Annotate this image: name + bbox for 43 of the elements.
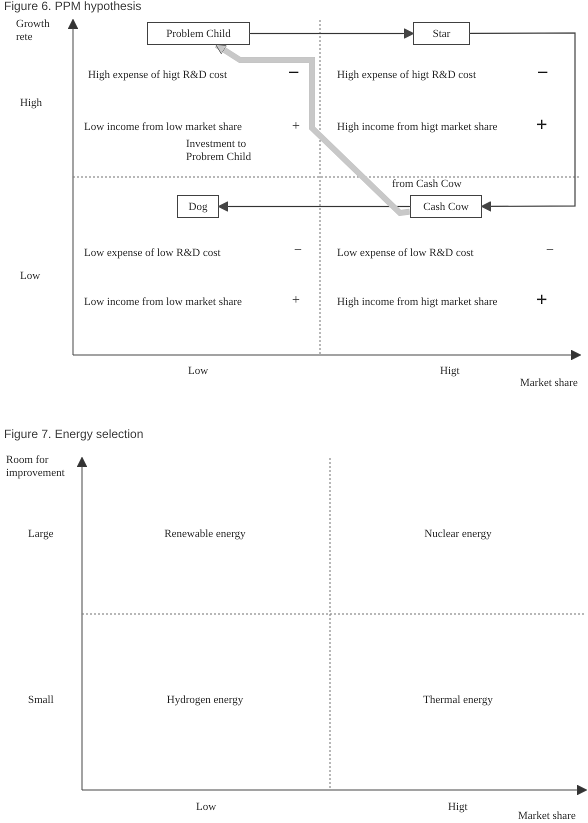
- axis-label: Market share: [520, 377, 578, 390]
- axis-label: Small: [28, 694, 54, 707]
- axis-label: Large: [28, 528, 54, 541]
- sign-symbol: +: [292, 294, 300, 307]
- sign-symbol: +: [536, 115, 548, 135]
- arrow: [250, 28, 414, 39]
- quadrant-label: Renewable energy: [163, 528, 247, 541]
- axis-label: Low: [188, 365, 208, 378]
- axis-label: Higt: [448, 801, 468, 814]
- sign-symbol: −: [537, 63, 548, 83]
- category-box: Dog: [177, 195, 219, 218]
- sign-symbol: +: [292, 120, 300, 133]
- category-box: Cash Cow: [410, 195, 482, 218]
- figure-title: Figure 7. Energy selection: [4, 428, 144, 441]
- sign-symbol: −: [294, 244, 302, 257]
- sign-symbol: −: [546, 244, 554, 257]
- quadrant-label: Thermal energy: [422, 694, 494, 707]
- axis-label: Room for improvement: [6, 454, 66, 480]
- sign-symbol: −: [288, 63, 300, 83]
- arrow: [470, 32, 576, 212]
- sign-symbol: +: [536, 290, 548, 310]
- arrow: [218, 201, 410, 212]
- arrow-label: Investment to Probrem Child: [186, 138, 252, 164]
- arrow-label: from Cash Cow: [392, 178, 462, 191]
- description-text: Low income from low market share: [84, 296, 242, 309]
- figure-title: Figure 6. PPM hypothesis: [4, 0, 142, 13]
- quadrant-label: Nuclear energy: [423, 528, 493, 541]
- description-text: High income from higt market share: [337, 121, 498, 134]
- description-text: High expense of higt R&D cost: [88, 69, 228, 82]
- axis-label: Low: [196, 801, 216, 814]
- description-text: Low expense of low R&D cost: [84, 247, 221, 260]
- category-box: Problem Child: [147, 22, 250, 45]
- description-text: High expense of higt R&D cost: [337, 69, 476, 82]
- description-text: Low expense of low R&D cost: [337, 247, 474, 260]
- axis-label: Growth rete: [16, 18, 51, 44]
- description-text: Low income from low market share: [84, 121, 242, 134]
- axis-label: Higt: [440, 365, 460, 378]
- description-text: High income from higt market share: [337, 296, 498, 309]
- axis-label: Market share: [518, 810, 576, 823]
- axis-label: Low: [20, 270, 40, 283]
- quadrant-label: Hydrogen energy: [166, 694, 244, 707]
- category-box: Star: [413, 22, 470, 45]
- axis-label: High: [20, 97, 42, 110]
